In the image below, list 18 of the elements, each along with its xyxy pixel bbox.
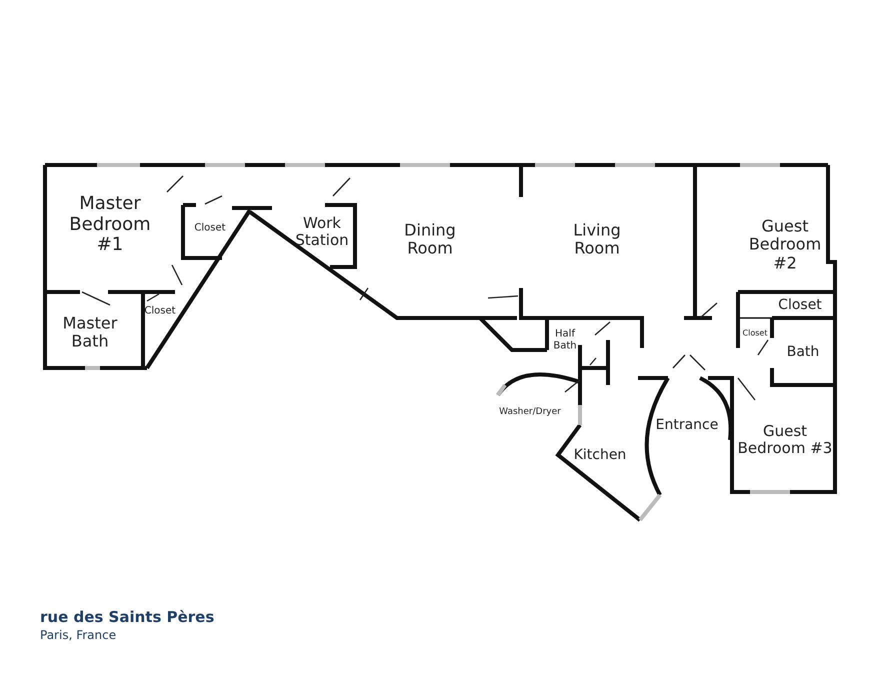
room-label: Work Station [294, 214, 350, 250]
appliance-label: Washer/Dryer [498, 406, 562, 418]
room-label: Closet [193, 222, 227, 234]
room-label: Master Bedroom #1 [68, 194, 152, 256]
room-label: Bath [786, 344, 820, 360]
address-title: rue des Saints Pères [40, 608, 214, 626]
room-label: Living Room [572, 222, 622, 258]
room-label: Closet [742, 328, 768, 338]
room-label: Entrance [654, 416, 720, 434]
room-label: Dining Room [403, 222, 457, 258]
room-label: Guest Bedroom #2 [748, 217, 822, 273]
location-caption: Paris, France [40, 628, 116, 642]
room-label: Half Bath [552, 328, 578, 352]
room-label: Kitchen [572, 446, 628, 464]
room-label: Guest Bedroom #3 [736, 422, 834, 458]
room-label: Closet [143, 305, 177, 317]
room-label: Closet [777, 296, 823, 314]
room-label: Master Bath [62, 314, 118, 352]
